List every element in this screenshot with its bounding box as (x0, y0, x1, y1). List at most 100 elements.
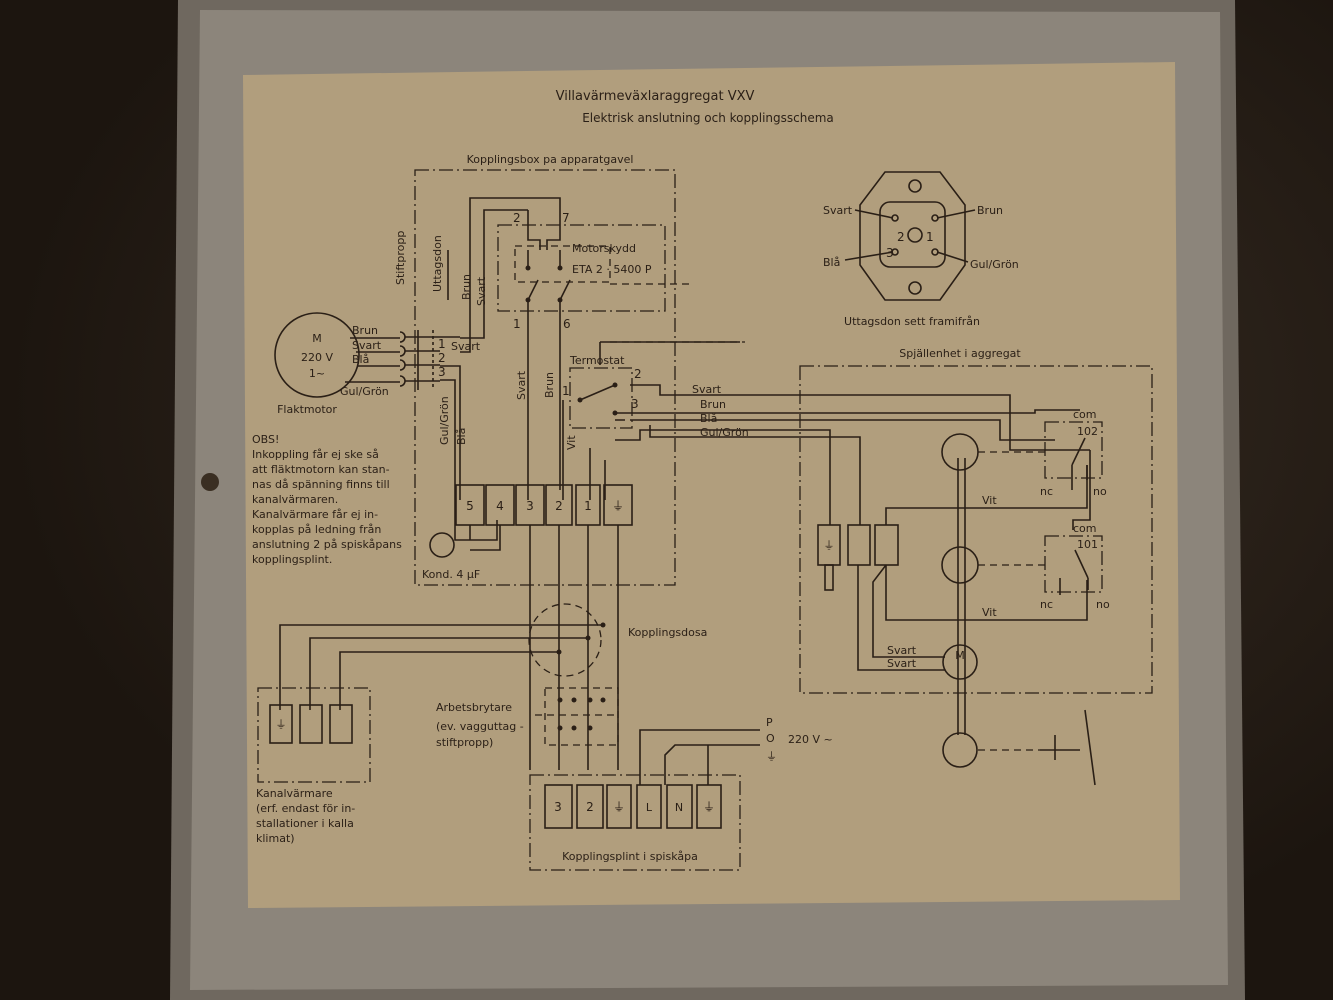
uttagsdon-bla: Blå (823, 256, 840, 269)
pin-label: 2 (513, 211, 521, 225)
sw102-number: 102 (1077, 425, 1098, 438)
screw-hole (201, 473, 219, 491)
wire-label-svart: Svart (887, 644, 917, 657)
plint-label: ⏚ (703, 800, 715, 814)
termostat-pin: 3 (631, 397, 639, 411)
uttagsdon-pin: 2 (897, 230, 905, 244)
uttagsdon-brun: Brun (977, 204, 1003, 217)
flaktmotor-symbol (274, 312, 360, 398)
wire-label-svart: Svart (887, 657, 917, 670)
terminal-label: 4 (496, 499, 504, 513)
svg-text:nas då spänning finns till: nas då spänning finns till (252, 478, 390, 491)
wire-label-vit: Vit (982, 606, 997, 619)
plint-label: 2 (586, 800, 594, 814)
terminal-label: ⏚ (612, 499, 624, 513)
damper-motor-m: M (955, 649, 965, 662)
arbetsbrytare-label: Arbetsbrytare (ev. vagguttag - stiftprop… (436, 701, 524, 749)
spjallenhet-frame (799, 365, 1153, 694)
plug-pin-label: 1 (438, 337, 446, 351)
svg-text:kopplingsplint.: kopplingsplint. (252, 553, 332, 566)
wire-label-bla: Blå (455, 428, 468, 445)
plug-pin-label: 3 (438, 365, 446, 379)
svg-text:Kanalvärmare får ej in-: Kanalvärmare får ej in- (252, 508, 378, 521)
motorskydd-label: Motorskydd (572, 242, 636, 255)
stiftpropp-label: Stiftpropp (394, 231, 407, 285)
plint-label: L (646, 801, 653, 814)
sw101-no: no (1096, 598, 1110, 611)
supply-o: O (766, 732, 775, 745)
eta-label: ETA 2 · 5400 P (572, 263, 652, 276)
diagram-title: Villavärmeväxlaraggregat VXV (556, 89, 755, 104)
motor-wire-svart: Svart (352, 339, 382, 352)
svg-text:att fläktmotorn kan stan-: att fläktmotorn kan stan- (252, 463, 390, 476)
switch-101 (1044, 535, 1103, 593)
kanalvarmare-label: Kanalvärmare (erf. endast för in- stalla… (256, 787, 355, 845)
kondensator-label: Kond. 4 µF (422, 568, 480, 581)
svg-text:stiftpropp): stiftpropp) (436, 736, 493, 749)
cam-disc (942, 732, 978, 768)
sw101-number: 101 (1077, 538, 1098, 551)
sw102-no: no (1093, 485, 1107, 498)
termostat-pin: 2 (634, 367, 642, 381)
wire-label-vit: Vit (982, 494, 997, 507)
sw102-nc: nc (1040, 485, 1053, 498)
motor-wire-bla: Blå (352, 353, 369, 366)
switch-102 (1044, 421, 1103, 479)
svg-text:klimat): klimat) (256, 832, 295, 845)
sw101-nc: nc (1040, 598, 1053, 611)
sw102-com: com (1073, 408, 1097, 421)
supply-voltage: 220 V ~ (788, 733, 833, 746)
motor-wire-brun: Brun (352, 324, 378, 337)
motorskydd-inner (514, 245, 611, 283)
diagram-subtitle: Elektrisk anslutning och kopplingsschema (582, 111, 834, 125)
paper-sheet (243, 62, 1180, 908)
motor-wire-gulgron: Gul/Grön (340, 385, 389, 398)
wire-label-svart: Svart (475, 276, 488, 306)
terminal-label: 2 (555, 499, 563, 513)
pin-label: 7 (562, 211, 570, 225)
uttagsdon-gulgron: Gul/Grön (970, 258, 1019, 271)
svg-text:Kanalvärmare: Kanalvärmare (256, 787, 333, 800)
svg-text:anslutning 2 på spiskåpans: anslutning 2 på spiskåpans (252, 538, 402, 551)
uttagsdon-pin: 1 (926, 230, 934, 244)
plug-connector (399, 330, 460, 390)
spjallenhet-label: Spjällenhet i aggregat (899, 347, 1021, 360)
svg-text:OBS!: OBS! (252, 433, 279, 446)
supply-earth: ⏚ (766, 750, 777, 763)
motor-voltage: 220 V (301, 351, 333, 364)
pin-label: 6 (563, 317, 571, 331)
terminal-label: 1 (584, 499, 592, 513)
kanalvarmare-frame (257, 687, 371, 783)
kopplingsbox-frame (414, 169, 676, 586)
terminal-label: 3 (526, 499, 534, 513)
svg-text:kanalvärmaren.: kanalvärmaren. (252, 493, 338, 506)
svg-text:(erf. endast för in-: (erf. endast för in- (256, 802, 355, 815)
pin-label: 1 (513, 317, 521, 331)
termostat-wire-brun: Brun (700, 398, 726, 411)
kopplingsplint-terminals (544, 784, 722, 829)
obs-note: OBS! Inkoppling får ej ske så att fläktm… (252, 433, 402, 566)
termostat-frame (569, 367, 633, 429)
sw101-com: com (1073, 522, 1097, 535)
supply-p: P (766, 716, 773, 729)
svg-text:Arbetsbrytare: Arbetsbrytare (436, 701, 512, 714)
uttagsdon-svart: Svart (823, 204, 853, 217)
motor-m: M (312, 332, 322, 345)
arbetsbrytare-frame (544, 687, 619, 746)
flaktmotor-label: Flaktmotor (277, 403, 337, 416)
kopplingsbox-label: Kopplingsbox pa apparatgavel (467, 153, 634, 166)
kopplingsplint-frame (529, 774, 741, 871)
termostat-wire-svart: Svart (692, 383, 722, 396)
wire-label-svart: Svart (515, 370, 528, 400)
kopplingsplint-label: Kopplingsplint i spiskåpa (562, 850, 698, 863)
plug-wire-svart: Svart (451, 340, 481, 353)
svg-text:stallationer i kalla: stallationer i kalla (256, 817, 354, 830)
damper-motor (942, 644, 978, 680)
termostat-pin: 1 (562, 384, 570, 398)
kopplingsdosa-label: Kopplingsdosa (628, 626, 707, 639)
capacitor-symbol (429, 532, 455, 558)
earth-symbol: ⏚ (824, 539, 835, 552)
wire-label-brun: Brun (543, 372, 556, 398)
